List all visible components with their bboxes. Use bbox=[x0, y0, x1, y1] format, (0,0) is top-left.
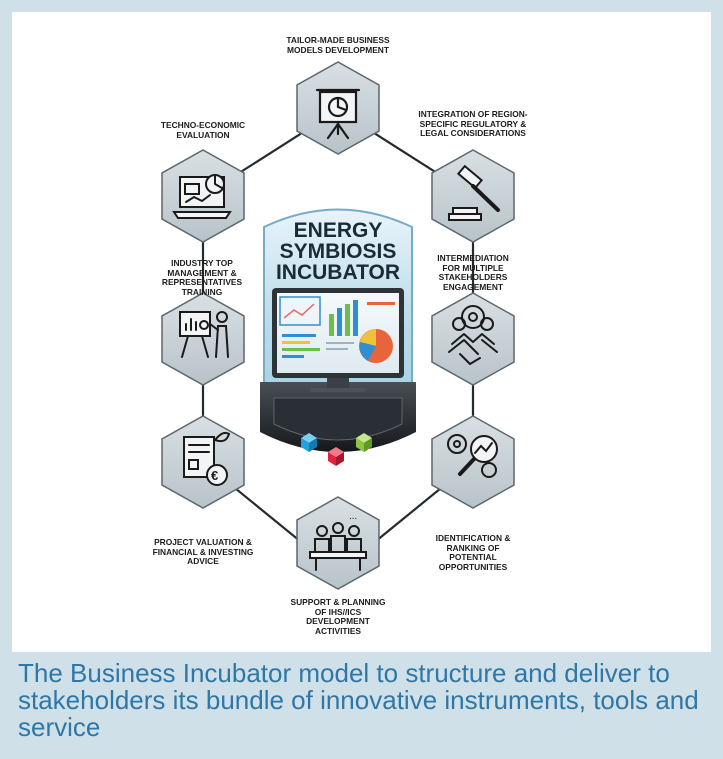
center-title-line-3: INCUBATOR bbox=[276, 261, 400, 284]
service-label-middle-right: INTERMEDIATION FOR MULTIPLE STAKEHOLDERS… bbox=[437, 253, 509, 292]
euro-document-icon: € bbox=[183, 431, 231, 486]
trainer-easel-icon bbox=[179, 311, 229, 358]
green-cube-icon bbox=[356, 433, 372, 452]
center-title-line-2: SYMBIOSIS bbox=[280, 240, 397, 263]
magnifier-gears-icon bbox=[447, 434, 498, 478]
svg-text:...: ... bbox=[349, 511, 357, 522]
figure-caption: The Business Incubator model to structur… bbox=[18, 658, 699, 742]
diagram-canvas: ... € bbox=[12, 12, 711, 652]
laptop-analytics-icon bbox=[172, 174, 232, 219]
service-label-upper-right: INTEGRATION OF REGION- SPECIFIC REGULATO… bbox=[418, 109, 528, 138]
service-label-lower-left: PROJECT VALUATION & FINANCIAL & INVESTIN… bbox=[152, 537, 254, 566]
svg-text:€: € bbox=[211, 468, 218, 483]
gavel-icon bbox=[448, 164, 500, 221]
handshake-icon bbox=[448, 305, 498, 365]
service-label-top: TAILOR-MADE BUSINESS MODELS DEVELOPMENT bbox=[286, 35, 390, 55]
service-label-bottom: SUPPORT & PLANNING OF IHS//ICS DEVELOPME… bbox=[290, 597, 386, 636]
hex-tile-bottom bbox=[296, 496, 380, 590]
presentation-board-icon bbox=[315, 88, 361, 140]
center-title-line-1: ENERGY bbox=[294, 219, 383, 242]
service-label-upper-left: TECHNO-ECONOMIC EVALUATION bbox=[160, 120, 246, 140]
service-label-middle-left: INDUSTRY TOP MANAGEMENT & REPRESENTATIVE… bbox=[161, 258, 243, 297]
hex-tile-upper-right bbox=[431, 149, 515, 243]
incubator-diagram: ... € bbox=[161, 61, 515, 590]
hex-tile-middle-right bbox=[431, 292, 515, 386]
red-cube-icon bbox=[328, 447, 344, 466]
service-label-lower-right: IDENTIFICATION & RANKING OF POTENTIAL OP… bbox=[435, 533, 511, 572]
meeting-table-icon: ... bbox=[309, 511, 367, 571]
central-incubator: ENERGY SYMBIOSIS INCUBATOR bbox=[260, 208, 416, 466]
blue-cube-icon bbox=[301, 433, 317, 452]
